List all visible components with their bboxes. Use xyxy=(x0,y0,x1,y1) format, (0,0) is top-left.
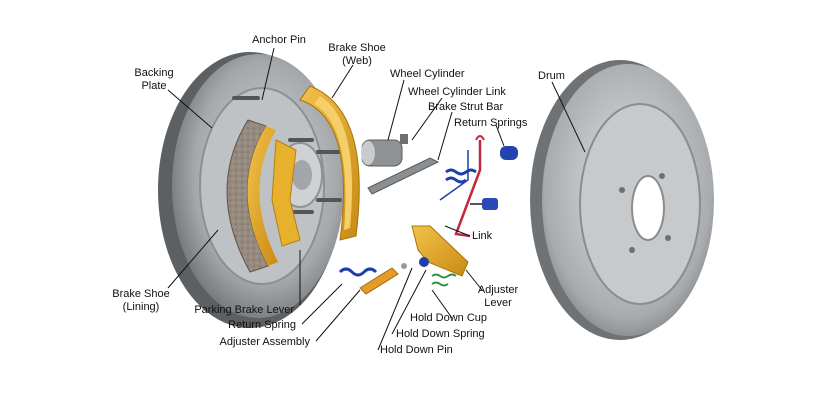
drum xyxy=(530,60,714,340)
label-wheel-cylinder: Wheel Cylinder xyxy=(390,68,465,80)
label-hold-down-pin: Hold Down Pin xyxy=(380,344,453,356)
label-hold-down-spring: Hold Down Spring xyxy=(396,328,485,340)
label-brake-shoe-lining-line1: Brake Shoe xyxy=(112,288,170,300)
label-anchor-pin: Anchor Pin xyxy=(252,34,306,46)
wheel-cylinder xyxy=(361,134,408,167)
label-backing-plate-line2: Plate xyxy=(141,80,167,92)
brake-shoe-web xyxy=(299,85,360,241)
leader-lines xyxy=(167,47,586,351)
brake-shoe-lining xyxy=(226,119,301,273)
adjuster-lever xyxy=(411,225,469,287)
label-backing-plate-line1: Backing xyxy=(134,67,174,79)
label-hold-down-cup: Hold Down Cup xyxy=(410,312,488,324)
label-drum: Drum xyxy=(538,70,565,82)
label-return-springs: Return Springs xyxy=(454,117,528,129)
wheel-studs xyxy=(232,96,342,214)
brake-strut-bar xyxy=(367,157,440,195)
label-return-spring: Return Spring xyxy=(228,319,296,331)
label-backing-plate: Backing Plate xyxy=(124,67,184,93)
adjuster-assembly xyxy=(338,263,407,295)
label-link: Link xyxy=(472,230,493,242)
label-adjuster-lever-line1: Adjuster xyxy=(477,284,519,296)
label-adjuster-lever: Adjuster Lever xyxy=(470,284,526,310)
label-brake-shoe-web: Brake Shoe (Web) xyxy=(322,42,392,68)
return-springs xyxy=(439,135,518,238)
adjuster-spring xyxy=(470,198,498,210)
label-brake-shoe-web-line1: Brake Shoe xyxy=(328,42,386,54)
label-brake-shoe-lining-line2: (Lining) xyxy=(122,301,160,313)
label-adjuster-assembly: Adjuster Assembly xyxy=(219,336,310,348)
label-brake-shoe-lining: Brake Shoe (Lining) xyxy=(106,288,176,314)
label-wheel-cylinder-link: Wheel Cylinder Link xyxy=(408,86,506,98)
label-brake-shoe-web-line2: (Web) xyxy=(342,55,372,67)
label-parking-brake-lever: Parking Brake Lever xyxy=(194,304,294,316)
label-adjuster-lever-line2: Lever xyxy=(484,297,512,309)
label-brake-strut-bar: Brake Strut Bar xyxy=(428,101,504,113)
